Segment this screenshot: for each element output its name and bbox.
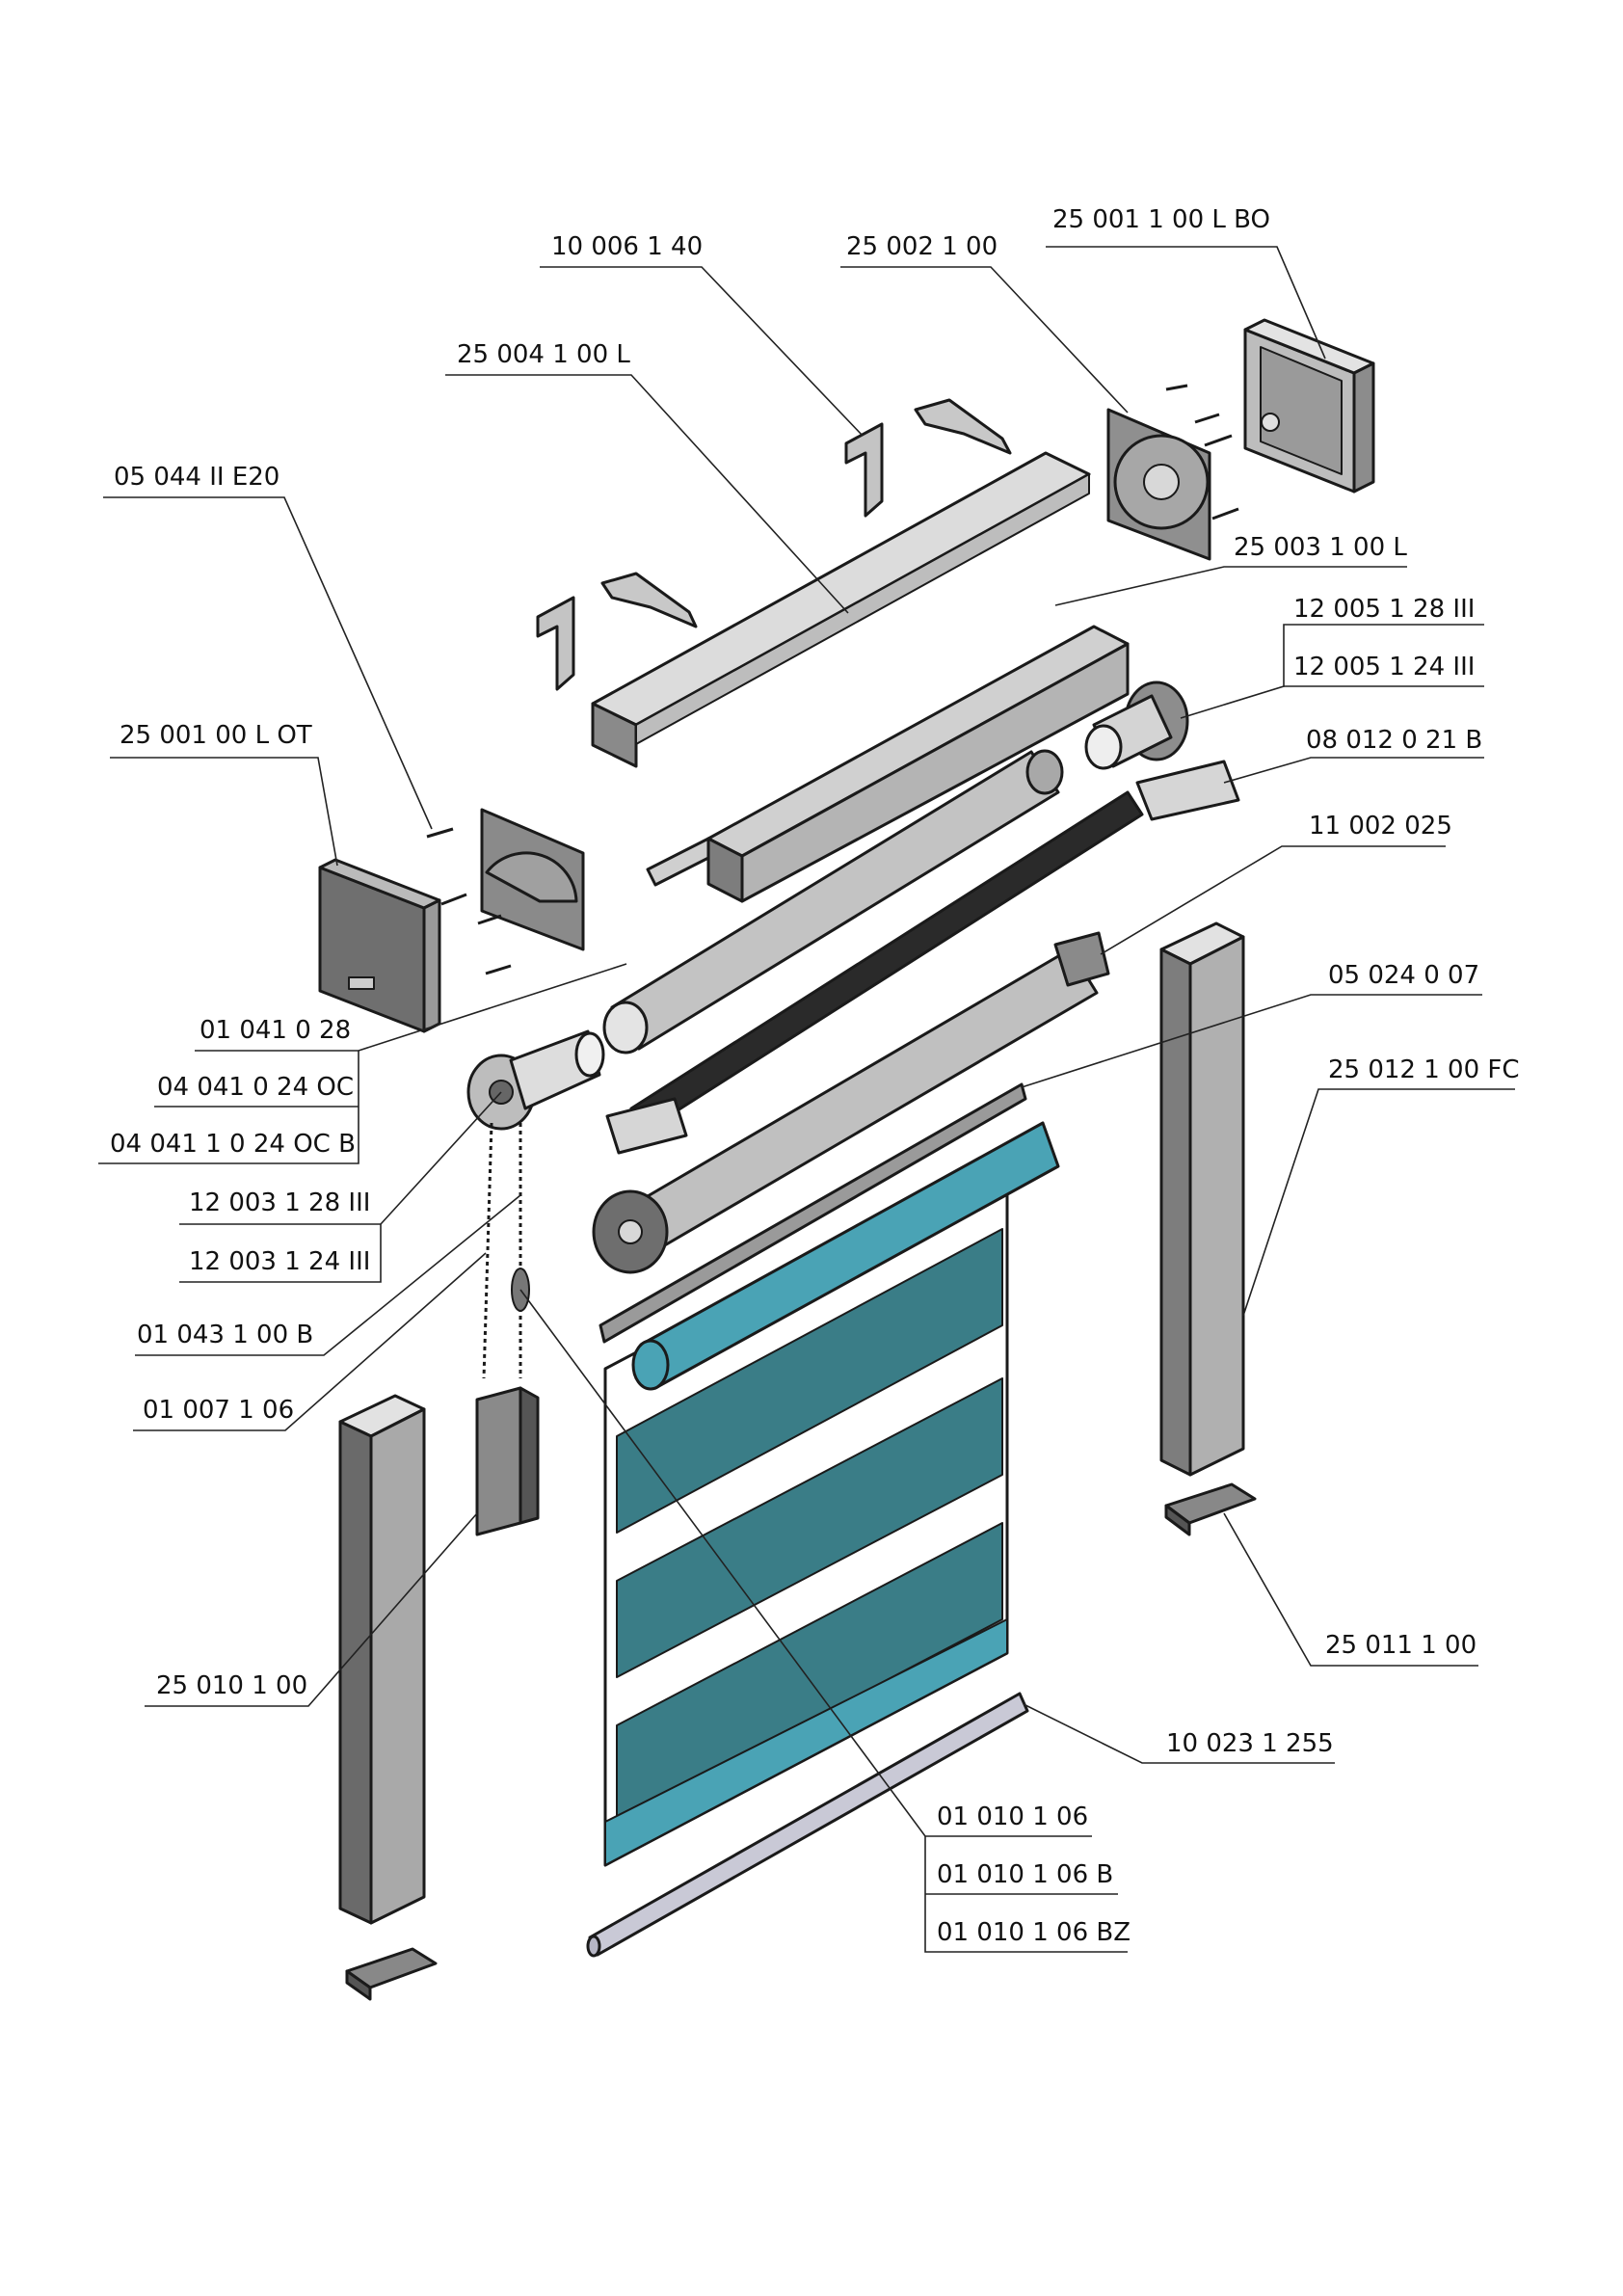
- weight-bar: [599, 1082, 1027, 1344]
- label-12-003-1-24-iii: 12 003 1 24 III: [189, 1247, 370, 1276]
- label-12-003-1-28-iii: 12 003 1 28 III: [189, 1188, 370, 1217]
- label-11-002-025: 11 002 025: [1309, 812, 1452, 841]
- label-05-044-ii-e20: 05 044 II E20: [114, 463, 279, 492]
- bracket-right: [1106, 384, 1239, 561]
- guide-end-cap-right: [1164, 1482, 1257, 1536]
- label-12-005-1-24-iii: 12 005 1 24 III: [1293, 653, 1475, 681]
- zebra-fabric: [603, 1121, 1060, 1867]
- label-12-005-1-28-iii: 12 005 1 28 III: [1293, 595, 1475, 624]
- label-25-001-00-l-ot: 25 001 00 L OT: [120, 721, 312, 750]
- label-25-002-1-00: 25 002 1 00: [846, 232, 998, 261]
- chain-control: [466, 1029, 605, 1379]
- tube-plug-right: [1084, 681, 1189, 770]
- label-01-043-1-00-b: 01 043 1 00 B: [137, 1321, 313, 1349]
- end-cap-box-left: [318, 858, 441, 1033]
- label-01-010-1-06: 01 010 1 06: [937, 1802, 1088, 1831]
- lower-tube: [592, 931, 1110, 1274]
- label-25-004-1-00-l: 25 004 1 00 L: [457, 340, 630, 369]
- label-01-010-1-06-b: 01 010 1 06 B: [937, 1860, 1113, 1889]
- chain-tensioner: [475, 1268, 540, 1536]
- side-guide-right: [1159, 921, 1245, 1477]
- headrail: [591, 451, 1091, 768]
- label-04-041-1-0-24-oc-b: 04 041 1 0 24 OC B: [110, 1130, 356, 1159]
- label-25-003-1-00-l: 25 003 1 00 L: [1234, 533, 1407, 562]
- label-25-011-1-00: 25 011 1 00: [1325, 1631, 1477, 1660]
- cover-profile: [646, 625, 1130, 903]
- bottom-rod: [586, 1692, 1029, 1958]
- label-25-012-1-00-fc: 25 012 1 00 FC: [1328, 1055, 1520, 1084]
- bracket-left: [426, 808, 585, 975]
- leader-lines: [98, 246, 1515, 1953]
- guide-end-cap-left: [345, 1947, 438, 2001]
- label-10-023-1-255: 10 023 1 255: [1166, 1729, 1334, 1758]
- label-04-041-0-24-oc: 04 041 0 24 OC: [157, 1073, 354, 1102]
- label-25-001-1-00-l-bo: 25 001 1 00 L BO: [1052, 205, 1270, 234]
- label-10-006-1-40: 10 006 1 40: [551, 232, 703, 261]
- mounting-clips: [536, 398, 1012, 691]
- label-05-024-0-07: 05 024 0 07: [1328, 961, 1479, 990]
- label-01-010-1-06-bz: 01 010 1 06 BZ: [937, 1918, 1131, 1947]
- side-guide-left: [338, 1394, 426, 1925]
- label-01-007-1-06: 01 007 1 06: [143, 1396, 294, 1425]
- roller-tube: [602, 749, 1064, 1055]
- label-01-041-0-28: 01 041 0 28: [200, 1016, 351, 1045]
- label-25-010-1-00: 25 010 1 00: [156, 1671, 307, 1700]
- label-08-012-0-21-b: 08 012 0 21 B: [1306, 726, 1482, 755]
- end-cap-box-right: [1243, 318, 1375, 494]
- spring-shaft: [605, 760, 1240, 1155]
